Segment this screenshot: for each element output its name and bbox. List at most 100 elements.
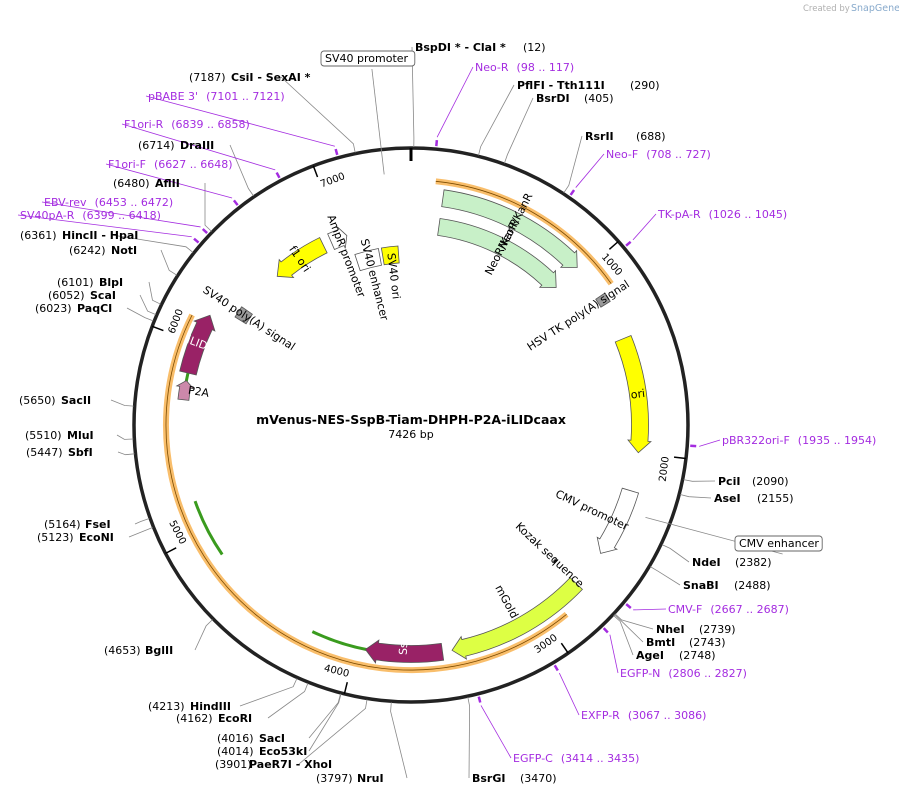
enzyme-leader — [139, 294, 156, 315]
primer-leader — [699, 439, 721, 447]
primer-name: EXFP-R — [581, 709, 620, 722]
enzyme-name: EcoRI — [218, 712, 252, 725]
enzyme-position: (6242) — [69, 244, 106, 257]
enzyme-position: (2739) — [699, 623, 736, 636]
enzyme-leader — [613, 615, 634, 656]
enzyme-position: (4162) — [176, 712, 213, 725]
feature-arrow — [364, 639, 445, 664]
enzyme-position: (5650) — [19, 394, 56, 407]
primer-leader — [17, 214, 192, 238]
feature-arrow — [175, 380, 195, 401]
tick-label: 4000 — [323, 663, 350, 680]
enzyme-leader — [411, 46, 415, 148]
primer-leader — [121, 123, 276, 171]
primer-name: pBABE 3' — [148, 90, 198, 103]
enzyme-name: NotI — [111, 244, 137, 257]
enzyme-name: SbfI — [68, 446, 93, 459]
enzyme-name: BmtI — [646, 636, 675, 649]
enzyme-leader — [467, 697, 471, 779]
primer-label: EGFP-C(3414 .. 3435) — [513, 752, 639, 765]
enzyme-position: (4213) — [148, 700, 185, 713]
enzyme-leader — [614, 613, 654, 630]
tick-mark-3000 — [560, 642, 569, 654]
feature-arrow — [614, 335, 652, 454]
enzyme-leader — [126, 307, 154, 322]
enzyme-leader — [650, 566, 681, 586]
enzyme-position: (290) — [630, 79, 660, 92]
feature-track-arc — [162, 313, 569, 674]
primer-mark — [193, 237, 200, 244]
tick-mark-5000 — [165, 547, 177, 555]
enzyme-position: (3901) — [215, 758, 252, 771]
primer-leader — [41, 201, 201, 228]
primer-name: F1ori-F — [108, 158, 146, 171]
enzyme-leader — [680, 494, 712, 499]
primer-label: F1ori-R (6839 .. 6858) — [124, 118, 250, 131]
primer-name: SV40pA-R — [20, 209, 75, 222]
primer-leader — [558, 672, 580, 716]
primer-name: EGFP-N — [620, 667, 660, 680]
feature-arrow — [451, 577, 583, 660]
primer-range: (3414 .. 3435) — [561, 752, 640, 765]
enzyme-name: AgeI — [636, 649, 664, 662]
enzyme-name: PciI — [718, 475, 740, 488]
enzyme-position: (3470) — [520, 772, 557, 785]
enzyme-position: (4014) — [217, 745, 254, 758]
enzyme-leader — [478, 84, 515, 156]
enzyme-position: (2743) — [689, 636, 726, 649]
tick-mark-6000 — [151, 325, 164, 332]
feature-arrow — [234, 306, 253, 325]
feature-label: P2A — [187, 384, 210, 400]
enzyme-leader — [563, 135, 583, 194]
enzyme-leader — [390, 702, 408, 779]
enzyme-name: SacI — [259, 732, 285, 745]
feature-label: Kozak sequence — [513, 520, 587, 591]
enzyme-leader — [280, 76, 356, 153]
primer-mark — [435, 140, 439, 147]
primer-leader — [145, 95, 335, 147]
enzyme-position: (688) — [636, 130, 666, 143]
enzyme-leader — [110, 399, 134, 407]
primer-range: (3067 .. 3086) — [628, 709, 707, 722]
enzyme-name: NdeI — [692, 556, 721, 569]
enzyme-position: (5447) — [26, 446, 63, 459]
primer-mark — [477, 696, 482, 703]
primer-mark — [625, 603, 632, 609]
primer-range: (6399 .. 6418) — [82, 209, 161, 222]
primer-mark — [275, 171, 281, 179]
feature-box-label: SV40 promoter — [325, 52, 409, 65]
enzyme-name: PaeR7I - XhoI — [249, 758, 332, 771]
enzyme-position: (2488) — [734, 579, 771, 592]
enzyme-position: (2748) — [679, 649, 716, 662]
primer-range: (7101 .. 7121) — [206, 90, 285, 103]
enzyme-name: HindIII — [190, 700, 231, 713]
primer-name: Neo-F — [606, 148, 638, 161]
primer-leader — [633, 608, 667, 611]
feature-box-label: CMV enhancer — [739, 537, 819, 550]
feature-label: SV40 ori — [384, 252, 402, 300]
enzyme-name: NruI — [357, 772, 384, 785]
enzyme-position: (4016) — [217, 732, 254, 745]
credit-app: SnapGene — [851, 3, 899, 14]
enzyme-leader — [298, 699, 368, 765]
primer-leader — [575, 153, 605, 188]
primer-label: EGFP-N(2806 .. 2827) — [620, 667, 747, 680]
primer-range: (2667 .. 2687) — [710, 603, 789, 616]
feature-arrow — [380, 245, 400, 266]
primer-mark — [625, 240, 632, 247]
enzyme-position: (5123) — [37, 531, 74, 544]
feature-arrow — [327, 226, 348, 250]
primer-range: (6839 .. 6858) — [171, 118, 250, 131]
primer-name: TK-pA-R — [657, 208, 701, 221]
primer-label: pBR322ori-F(1935 .. 1954) — [722, 434, 876, 447]
enzyme-name: NheI — [656, 623, 685, 636]
enzyme-leader — [111, 234, 194, 253]
primer-name: Neo-R — [475, 61, 509, 74]
feature-track-edge — [435, 180, 612, 284]
enzyme-position: (5164) — [44, 518, 81, 531]
enzyme-leader — [194, 619, 213, 651]
enzyme-name: PflFI - Tth111I — [517, 79, 605, 92]
primer-name: F1ori-R — [124, 118, 164, 131]
primer-range: (1026 .. 1045) — [709, 208, 788, 221]
feature-label: ori — [630, 387, 646, 402]
